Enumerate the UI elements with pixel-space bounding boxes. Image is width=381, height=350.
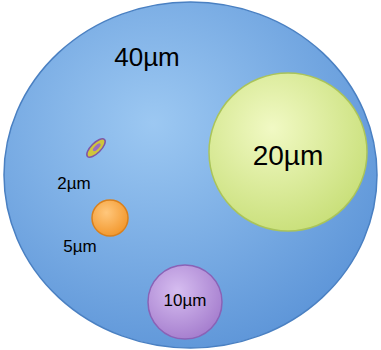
bacterium-body: [84, 136, 108, 160]
bacterium-core: [92, 142, 102, 152]
size-label: 20µm: [253, 141, 324, 172]
circle-fill: [92, 200, 128, 236]
label-slot: 2µm: [57, 175, 90, 194]
medium-circle: 10µm: [147, 264, 223, 340]
circle-fill: [4, 2, 377, 348]
label-slot: 5µm: [63, 238, 96, 257]
cell-circle: 40µm 2µm 20µm 5µm 10µm: [3, 1, 378, 349]
small-circle-outline: [91, 199, 129, 237]
size-label: 10µm: [164, 292, 207, 311]
bacterium-shape: 2µm: [83, 137, 109, 159]
size-label: 40µm: [114, 43, 180, 72]
circle-fill: [209, 73, 367, 231]
large-circle: 20µm: [208, 72, 368, 232]
label-slot: 20µm: [253, 141, 324, 172]
label-slot: 10µm: [164, 292, 207, 311]
bacterium-shape-outline: [83, 137, 109, 159]
label-slot: 40µm: [114, 43, 180, 72]
size-label: 5µm: [63, 238, 96, 257]
size-label: 2µm: [57, 175, 90, 194]
circle-fill: [148, 265, 222, 339]
small-circle: 5µm: [91, 199, 129, 237]
